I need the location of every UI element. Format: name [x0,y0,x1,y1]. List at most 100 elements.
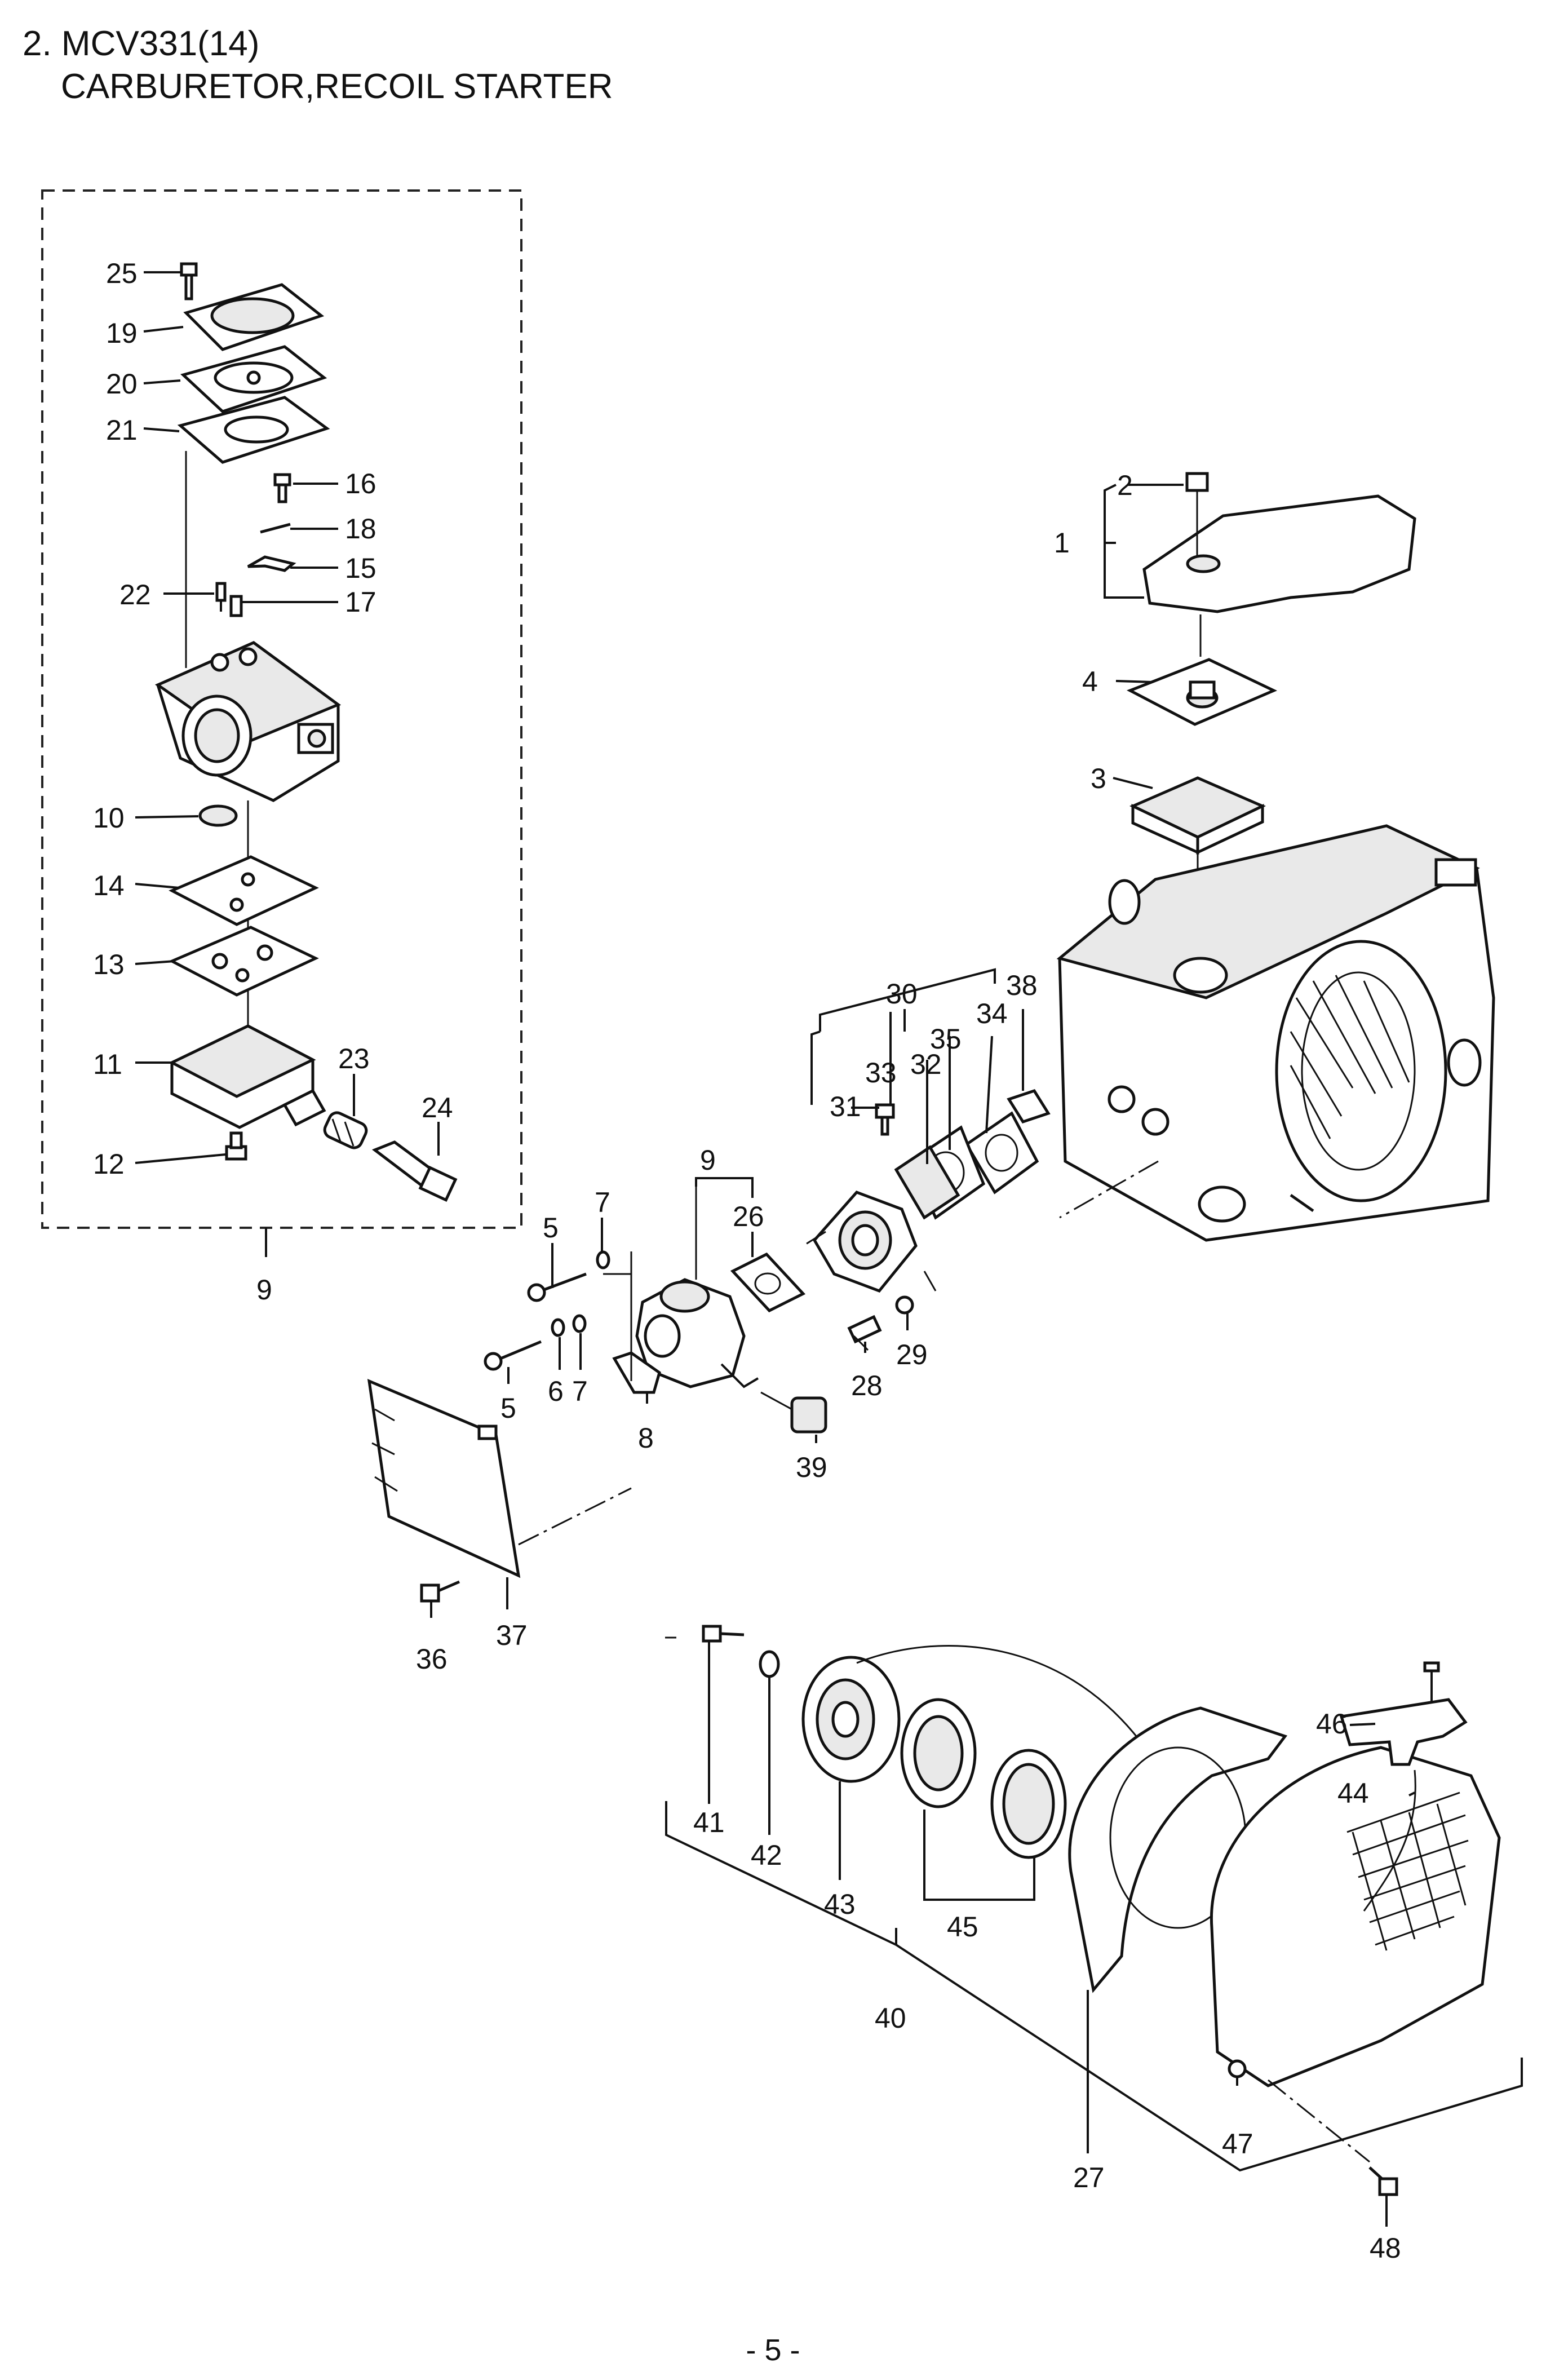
callout-13: 13 [93,949,125,980]
page-title: 2. MCV331(14) [23,24,260,63]
part-12-screw [225,1131,247,1161]
callout-9-assembled: 9 [700,1144,716,1176]
part-1-air-cleaner-cover [1142,494,1416,613]
page-number: - 5 - [746,2333,800,2367]
callout-23: 23 [338,1043,370,1074]
callout-labels: 25 19 20 21 16 18 15 22 17 10 14 13 11 2… [93,258,1401,2264]
part-22-inlet-needle [215,582,227,612]
part-33-screw [875,1103,895,1136]
callout-40: 40 [875,2002,906,2034]
part-14-diaphragm [169,855,319,926]
part-6-washer [551,1318,565,1337]
part-16-screw [273,473,291,503]
part-3-air-filter [1129,776,1266,981]
part-20-pump-diaphragm [180,345,327,413]
part-25-screw [180,262,198,300]
callout-21: 21 [106,414,138,446]
starter-group-bracket [665,1801,1523,2172]
intake-center-line [803,1231,826,1247]
callout-25: 25 [106,258,138,289]
part-15-lever [247,555,296,572]
part-35-heat-shield [894,1145,960,1220]
part-5-screw-lower [484,1340,542,1371]
base-center-line [518,1487,632,1546]
part-34-gasket [964,1111,1039,1195]
callout-27: 27 [1073,2162,1105,2193]
callout-43: 43 [824,1888,856,1920]
callout-48: 48 [1370,2232,1401,2264]
part-19-pump-cover [183,283,325,351]
callout-4: 4 [1082,666,1098,697]
callout-42: 42 [751,1839,782,1871]
title-block: 2. MCV331(14) CARBURETOR,RECOIL STARTER [23,23,613,108]
callout-7-lower: 7 [572,1375,588,1407]
part-9-bracket [695,1177,754,1280]
part-36-bolt [420,1580,460,1603]
callout-28: 28 [851,1370,883,1401]
part-42-washer [759,1650,780,1678]
callout-9-detail: 9 [256,1274,272,1306]
callout-31: 31 [830,1091,861,1122]
part-37-base-plate [367,1378,521,1578]
lever-leader-bracket [603,1251,632,1381]
part-11-metering-cover [169,1024,326,1129]
part-9-carburetor-assembly [635,1278,759,1388]
callout-33: 33 [865,1057,897,1089]
part-48-screw [1368,2166,1398,2196]
callout-7-upper: 7 [595,1187,610,1218]
callout-2: 2 [1117,470,1133,501]
part-45-spring-case [900,1698,1067,1859]
part-4-filter-holder [1126,658,1278,726]
callout-41: 41 [693,1807,725,1838]
callout-37: 37 [496,1620,528,1651]
callout-22: 22 [119,579,151,611]
part-39-fuel-filter [760,1391,827,1434]
callout-29: 29 [896,1339,928,1370]
part-46-starter-handle [1339,1661,1468,1766]
callout-3: 3 [1091,763,1106,794]
callout-20: 20 [106,368,138,400]
carburetor-body [154,641,342,802]
part-7-washer-lower [572,1314,587,1333]
part-23-spring [323,1111,368,1149]
callout-5-upper: 5 [543,1212,559,1244]
part-7-washer-upper [596,1250,610,1269]
callout-19: 19 [106,317,138,349]
part-17-spring [229,595,243,617]
callout-18: 18 [345,513,376,545]
part-10-plug [198,804,238,827]
callout-24: 24 [422,1092,453,1123]
part-2-knob-screw [1185,472,1209,555]
part-41-screw [702,1625,745,1643]
callout-35: 35 [930,1023,962,1055]
callout-10: 10 [93,802,125,834]
callout-8: 8 [638,1422,654,1454]
part-13-gasket [169,926,319,997]
callout-45: 45 [947,1911,978,1943]
part-5-screw-upper [527,1272,587,1302]
callout-6: 6 [548,1375,564,1407]
callout-34: 34 [976,998,1008,1029]
part-18-pin [260,523,291,534]
callout-39: 39 [796,1452,827,1483]
callout-32: 32 [910,1049,942,1080]
part-24-adjusting-screw [371,1140,458,1202]
callout-5-lower: 5 [500,1392,516,1424]
page-subtitle: CARBURETOR,RECOIL STARTER [61,67,613,106]
engine-housing [1056,824,1495,1242]
callout-44: 44 [1337,1777,1369,1809]
part-29-washer [895,1295,914,1315]
part-31-manifold [812,1191,918,1293]
callout-30: 30 [886,978,918,1010]
part-21-gasket [177,396,330,464]
intake-group-bracket [810,968,996,1105]
callout-26: 26 [733,1201,764,1232]
screw-center-line [1268,2079,1370,2163]
callout-12: 12 [93,1148,125,1180]
callout-15: 15 [345,552,376,584]
callout-38: 38 [1006,970,1038,1001]
callout-17: 17 [345,586,376,618]
part-26-gasket [730,1252,806,1313]
part-43-pulley [801,1656,901,1783]
